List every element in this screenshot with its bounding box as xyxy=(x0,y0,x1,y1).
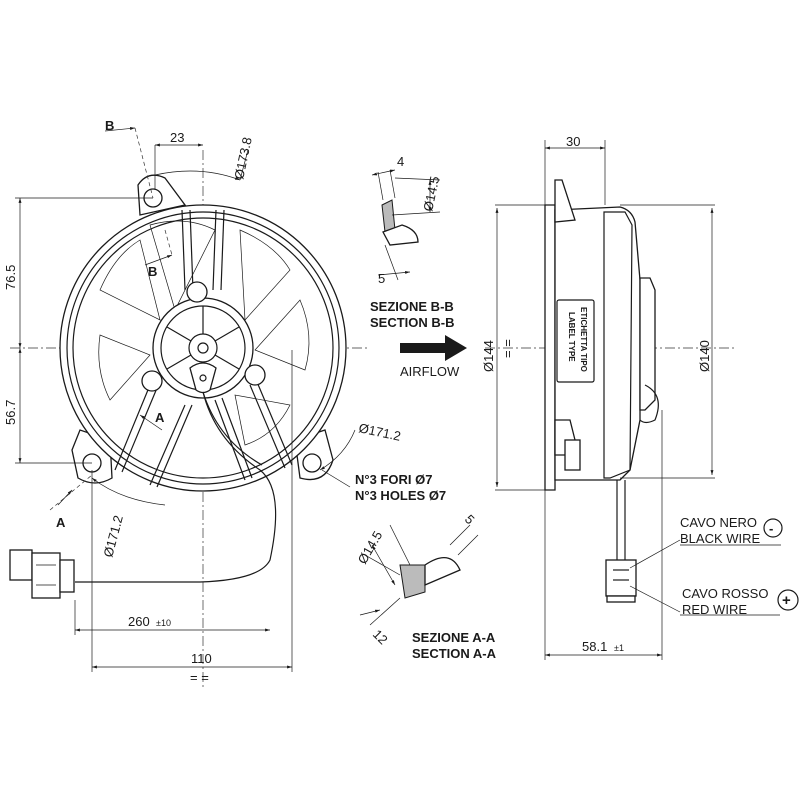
minus-icon xyxy=(763,518,783,538)
red-wire-en: RED WIRE xyxy=(682,602,747,617)
section-a-title-it: SEZIONE A-A xyxy=(412,630,496,645)
dim-56-7: 56.7 xyxy=(3,400,18,425)
hub-screw-icon xyxy=(141,370,163,392)
dimension-lines xyxy=(15,127,356,672)
section-b-title-it: SEZIONE B-B xyxy=(370,299,454,314)
holes-note-it: N°3 FORI Ø7 xyxy=(355,472,432,487)
mount-hole xyxy=(302,453,322,473)
dim-23: 23 xyxy=(170,130,184,145)
dim-76-5: 76.5 xyxy=(3,265,18,290)
dim-cable-length: 260 xyxy=(128,614,150,629)
dim-cable-tolerance: ±10 xyxy=(156,618,171,628)
holes-note-en: N°3 HOLES Ø7 xyxy=(355,488,446,503)
black-wire-en: BLACK WIRE xyxy=(680,531,761,546)
dim-diameter-14-5: Ø14.5 xyxy=(420,175,442,213)
black-wire-symbol: - xyxy=(769,521,773,536)
section-a-marker: A xyxy=(56,515,66,530)
section-a-marker: A xyxy=(155,410,165,425)
red-wire-symbol: + xyxy=(782,592,791,609)
cable-grommet xyxy=(189,362,217,394)
section-b-marker: B xyxy=(105,118,114,133)
dim-30: 30 xyxy=(566,134,580,149)
section-a-title-en: SECTION A-A xyxy=(412,646,497,661)
front-view: B B A A 23 Ø173.8 76.5 56.7 Ø171.2 Ø171.… xyxy=(3,118,446,690)
dim-4: 4 xyxy=(397,154,404,169)
airflow-indicator: AIRFLOW xyxy=(400,335,467,379)
section-b-b: 4 Ø14.5 5 SEZIONE B-B SECTION B-B xyxy=(370,154,455,330)
plus-icon xyxy=(777,589,799,611)
dim-diameter-171-2-left: Ø171.2 xyxy=(100,514,126,559)
wire-connector xyxy=(605,559,637,597)
airflow-label: AIRFLOW xyxy=(400,364,460,379)
side-view: ETICHETTA TIPO LABEL TYPE 30 Ø144 = = Ø1… xyxy=(481,134,799,660)
airflow-arrow-icon xyxy=(400,335,467,361)
symmetry-mark: = = xyxy=(190,670,209,685)
label-type-it: ETICHETTA TIPO xyxy=(579,307,588,372)
section-a-a: Ø14.5 5 12 SEZIONE A-A SECTION A-A xyxy=(355,512,497,661)
label-plate xyxy=(556,299,595,383)
hub-screw-icon xyxy=(186,281,208,303)
dim-diameter-140: Ø140 xyxy=(697,340,712,372)
dim-diameter-171-2-right: Ø171.2 xyxy=(357,420,402,444)
red-wire-it: CAVO ROSSO xyxy=(682,586,768,601)
section-b-title-en: SECTION B-B xyxy=(370,315,455,330)
dim-110: 110 xyxy=(191,651,212,666)
dim-depth-tolerance: ±1 xyxy=(614,643,624,653)
dim-diameter-173-8: Ø173.8 xyxy=(231,136,255,181)
black-wire-it: CAVO NERO xyxy=(680,515,757,530)
section-b-marker: B xyxy=(148,264,157,279)
hub-screw-icon xyxy=(244,364,266,386)
dim-5: 5 xyxy=(378,271,385,286)
dim-12: 12 xyxy=(370,627,391,648)
cable xyxy=(75,391,277,583)
connector-left xyxy=(9,549,75,599)
label-type-en: LABEL TYPE xyxy=(567,312,576,362)
hub-spokes xyxy=(166,306,240,370)
dim-diameter-144: Ø144 xyxy=(481,340,496,372)
symmetry-mark: = = xyxy=(500,339,515,358)
dim-depth: 58.1 xyxy=(582,639,607,654)
